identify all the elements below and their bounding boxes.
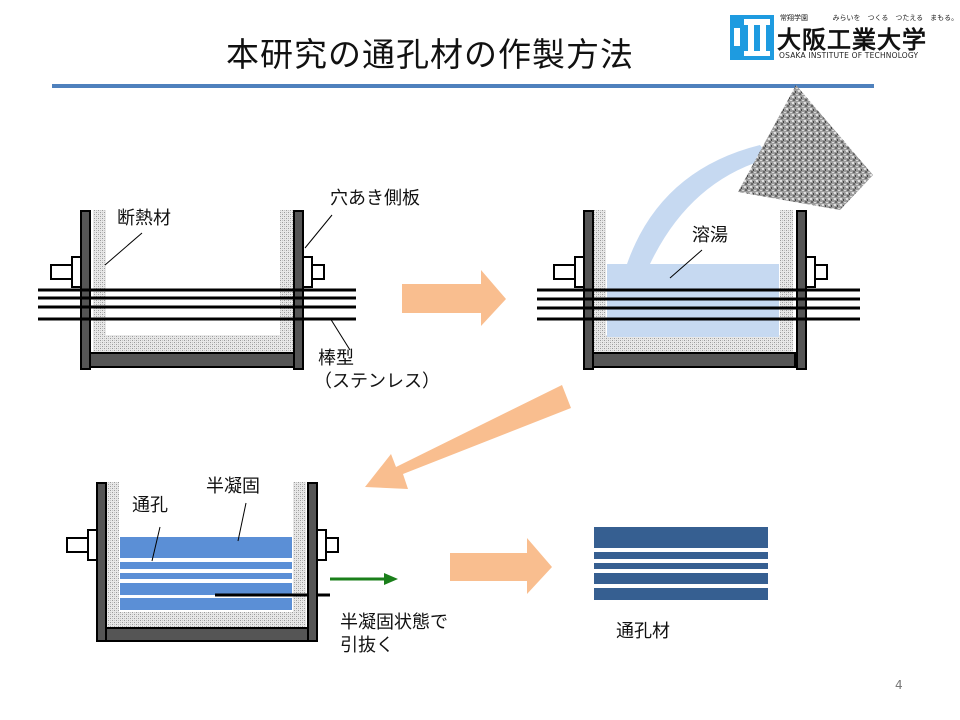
leader-side-plate (304, 214, 333, 249)
bottom-plate (89, 352, 296, 368)
insulation-bottom (93, 335, 293, 352)
insulation-left (93, 210, 106, 345)
mold-step3 (66, 482, 398, 642)
leader-semisolid (237, 502, 247, 542)
logo-name-ja: 大阪工業大学 (777, 26, 927, 54)
label-product: 通孔材 (616, 621, 670, 642)
label-rod-line2: （ステンレス） (314, 370, 440, 392)
porous-product (594, 527, 768, 600)
process-arrow-2 (365, 385, 571, 489)
steel-rods (38, 288, 356, 321)
semisolid-metal (120, 537, 292, 610)
leader-insulation (104, 232, 143, 266)
label-melt: 溶湯 (692, 225, 728, 246)
label-pull: 半凝固状態で 引抜く (340, 612, 448, 657)
process-arrow-1 (402, 270, 506, 326)
leader-channel (151, 526, 161, 562)
logo-name-en: OSAKA INSTITUTE OF TECHNOLOGY (779, 51, 919, 60)
label-pull-line1: 半凝固状態で (340, 612, 448, 633)
bolt-right (302, 256, 325, 288)
ladle-icon (738, 85, 873, 210)
label-rod: 棒型 （ステンレス） (314, 348, 440, 393)
process-arrow-3 (450, 538, 552, 594)
insulation-right (280, 210, 293, 345)
logo-subtitle: 常翔学園 みらいを つくる つたえる まもる。 (780, 14, 959, 22)
title-underline (52, 84, 874, 88)
page-number: 4 (895, 678, 903, 692)
leader-rod (329, 317, 351, 351)
pull-arrow-icon (330, 573, 398, 585)
label-rod-line1: 棒型 (318, 348, 354, 369)
bolt-left (50, 256, 82, 288)
label-side-plate: 穴あき側板 (330, 188, 420, 209)
leader-melt (669, 249, 703, 279)
label-channel: 通孔 (132, 495, 168, 516)
slide-title: 本研究の通孔材の作製方法 (226, 35, 634, 74)
mold-step2 (537, 85, 873, 370)
label-pull-line2: 引抜く (340, 634, 394, 656)
mold-step1 (38, 210, 356, 370)
pour-stream (627, 145, 770, 264)
label-insulation: 断熱材 (117, 208, 171, 229)
label-semisolid: 半凝固 (206, 476, 260, 497)
